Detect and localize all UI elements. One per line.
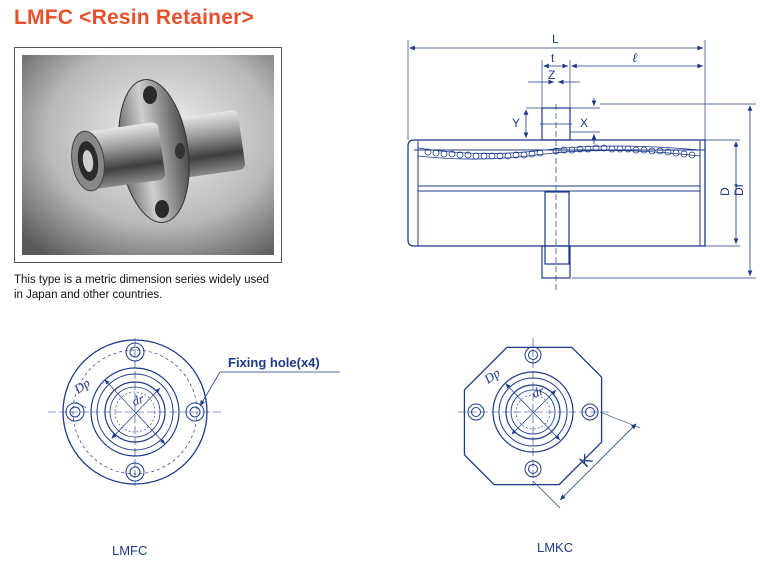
page-title: LMFC <Resin Retainer> — [14, 6, 254, 29]
square-dp-label: Dp — [480, 365, 503, 387]
dim-L: L — [552, 32, 559, 46]
description-line-2: in Japan and other countries. — [14, 288, 163, 301]
description: This type is a metric dimension series w… — [14, 273, 304, 302]
lmkc-label: LMKC — [537, 540, 574, 555]
fixing-hole-callout: Fixing hole(x4) — [228, 355, 320, 370]
product-photo-frame — [14, 47, 282, 263]
dim-Z: Z — [548, 68, 555, 82]
dim-D: D — [718, 187, 732, 196]
dim-Df: Df — [732, 183, 746, 196]
dim-t: t — [551, 51, 555, 65]
description-line-1: This type is a metric dimension series w… — [14, 274, 270, 286]
lmfc-label: LMFC — [112, 543, 148, 558]
ball-row — [424, 144, 696, 160]
side-view — [407, 40, 756, 290]
product-photo — [22, 55, 274, 255]
dim-l: ℓ — [632, 50, 638, 65]
round-dp-label: Dp — [70, 375, 93, 397]
dim-X: X — [580, 116, 588, 130]
square-k-label: K — [577, 451, 597, 471]
dim-Y: Y — [512, 116, 520, 130]
square-dr-label: dr — [530, 382, 547, 400]
round-dr-label: dr — [130, 390, 147, 408]
front-view-round — [48, 338, 340, 486]
front-view-square — [458, 338, 641, 509]
